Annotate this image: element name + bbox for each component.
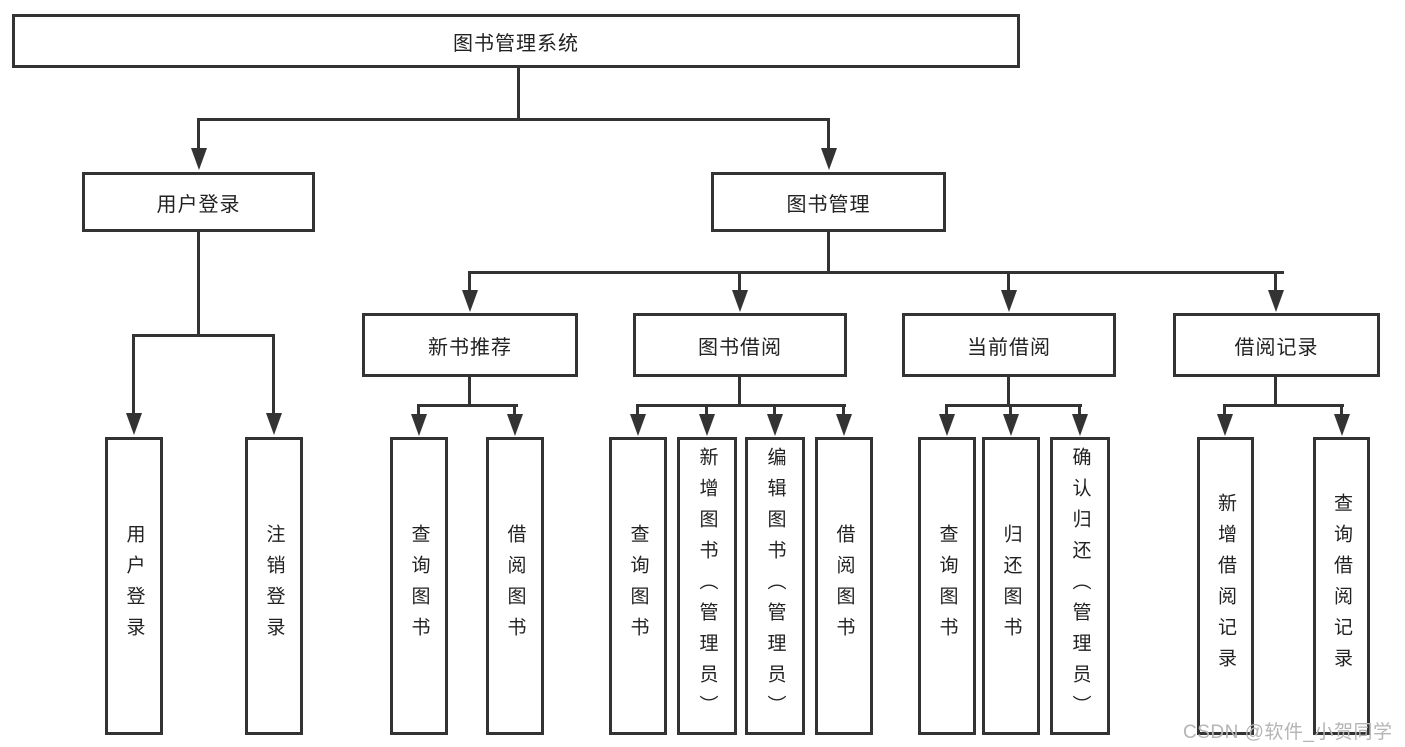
arrow-down-icon (126, 413, 142, 435)
connector-line (1078, 404, 1081, 417)
connector-line (197, 118, 830, 121)
connector-line (827, 118, 830, 150)
connector-line (1274, 375, 1277, 407)
connector-line (1223, 404, 1344, 407)
watermark: CSDN @软件_小贺同学 (1183, 722, 1393, 743)
arrow-down-icon (630, 414, 646, 436)
leaf-borrow-book-recommend: 借阅图书 (486, 437, 544, 735)
connector-line (705, 404, 708, 417)
node-borrow-records: 借阅记录 (1173, 313, 1380, 377)
connector-line (636, 404, 639, 417)
arrow-down-icon (507, 414, 523, 436)
connector-line (1223, 404, 1226, 417)
arrow-down-icon (266, 413, 282, 435)
leaf-edit-book-admin: 编辑图书（管理员） (745, 437, 805, 735)
connector-line (773, 404, 776, 417)
node-user-login: 用户登录 (82, 172, 315, 232)
connector-line (842, 404, 845, 417)
connector-line (1009, 404, 1012, 417)
connector-line (197, 229, 200, 337)
connector-line (132, 334, 135, 414)
node-book-management: 图书管理 (711, 172, 946, 232)
arrow-down-icon (939, 414, 955, 436)
arrow-down-icon (1001, 290, 1017, 312)
arrow-down-icon (821, 148, 837, 170)
connector-line (945, 404, 948, 417)
node-current-borrow: 当前借阅 (902, 313, 1116, 377)
connector-line (827, 229, 830, 274)
leaf-confirm-return-admin: 确认归还（管理员） (1050, 437, 1110, 735)
connector-line (468, 271, 1284, 274)
connector-line (1274, 271, 1277, 292)
connector-line (417, 404, 518, 407)
connector-line (1007, 375, 1010, 407)
arrow-down-icon (1072, 414, 1088, 436)
connector-line (1007, 271, 1010, 292)
arrow-down-icon (411, 414, 427, 436)
leaf-query-book-borrow: 查询图书 (609, 437, 667, 735)
connector-line (738, 375, 741, 407)
arrow-down-icon (767, 414, 783, 436)
leaf-borrow-book: 借阅图书 (815, 437, 873, 735)
connector-line (738, 271, 741, 292)
leaf-query-book-recommend: 查询图书 (390, 437, 448, 735)
connector-line (272, 334, 275, 414)
arrow-down-icon (732, 290, 748, 312)
leaf-query-book-current: 查询图书 (918, 437, 976, 735)
leaf-add-book-admin: 新增图书（管理员） (677, 437, 737, 735)
node-new-book-recommend: 新书推荐 (362, 313, 578, 377)
connector-line (468, 375, 471, 407)
arrow-down-icon (462, 290, 478, 312)
arrow-down-icon (1003, 414, 1019, 436)
connector-line (417, 404, 420, 417)
leaf-query-borrow-record: 查询借阅记录 (1313, 437, 1370, 735)
leaf-logout: 注销登录 (245, 437, 303, 735)
node-book-borrow: 图书借阅 (633, 313, 847, 377)
connector-line (197, 118, 200, 150)
arrow-down-icon (699, 414, 715, 436)
connector-line (945, 404, 1082, 407)
leaf-user-login: 用户登录 (105, 437, 163, 735)
leaf-add-borrow-record: 新增借阅记录 (1197, 437, 1254, 735)
arrow-down-icon (1217, 414, 1233, 436)
node-root: 图书管理系统 (12, 14, 1020, 68)
arrow-down-icon (1268, 290, 1284, 312)
leaf-return-book: 归还图书 (982, 437, 1040, 735)
connector-line (468, 271, 471, 292)
connector-line (513, 404, 516, 417)
arrow-down-icon (836, 414, 852, 436)
connector-line (132, 334, 275, 337)
connector-line (636, 404, 846, 407)
arrow-down-icon (191, 148, 207, 170)
arrow-down-icon (1334, 414, 1350, 436)
connector-line (517, 66, 520, 120)
connector-line (1340, 404, 1343, 417)
